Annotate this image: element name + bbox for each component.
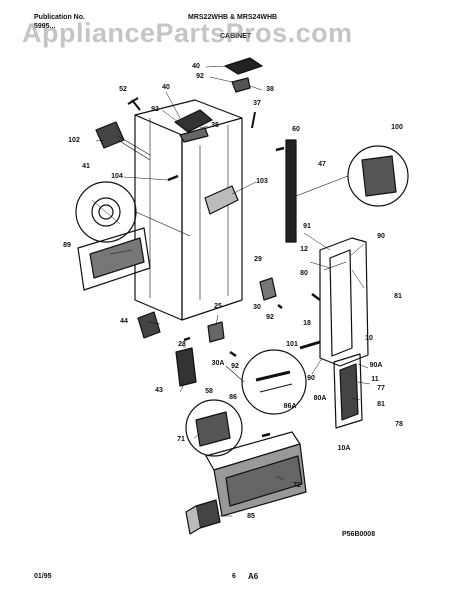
callout-92-lower: 92: [231, 363, 239, 370]
callout-10: 10: [365, 335, 373, 342]
hinge-29: [259, 277, 277, 301]
callout-86: 86: [229, 394, 237, 401]
callout-80: 80: [300, 270, 308, 277]
model-numbers: MRS22WHB & MRS24WHB: [188, 14, 278, 21]
part-25: [207, 321, 225, 343]
callout-89: 89: [63, 242, 71, 249]
callout-30: 30: [253, 304, 261, 311]
kickplate-72: [205, 431, 307, 517]
callout-38: 38: [266, 86, 274, 93]
callout-60: 60: [292, 126, 300, 133]
callout-104: 104: [111, 173, 123, 180]
callout-35: 35: [211, 122, 219, 129]
footer-date: 01/95: [34, 573, 52, 580]
callout-37: 37: [253, 100, 261, 107]
callout-40-inner: 40: [162, 84, 170, 91]
top-hinge-part: [224, 57, 263, 93]
callout-44: 44: [120, 318, 128, 325]
callout-90-lower: 90: [307, 375, 315, 382]
part-44: [137, 311, 161, 339]
strip-47: [285, 139, 297, 243]
part-43: [175, 336, 197, 387]
callout-90: 90: [377, 233, 385, 240]
leader-lines: [95, 65, 371, 517]
callout-47: 47: [318, 161, 326, 168]
door-panel-10A: [333, 353, 363, 429]
cabinet-shell: [134, 99, 243, 321]
callout-10A: 10A: [337, 445, 351, 452]
screw-60: [275, 146, 285, 152]
handle-103: [204, 185, 239, 215]
callout-92-hinge: 92: [266, 314, 274, 321]
footer-tag: A6: [248, 572, 259, 581]
callout-71: 71: [177, 436, 185, 443]
callout-43: 43: [155, 387, 163, 394]
callout-52: 52: [119, 86, 127, 93]
callout-29: 29: [254, 256, 262, 263]
publication-number: 5995...: [34, 23, 56, 30]
part-85: [185, 499, 221, 535]
grille-panel-89: [77, 227, 151, 291]
callout-81: 81: [394, 293, 402, 300]
callout-40: 40: [192, 63, 200, 70]
callout-101: 101: [286, 341, 298, 348]
detail-circle-100: [295, 145, 409, 207]
screw-52: [127, 97, 141, 111]
screw-92d: [229, 350, 237, 358]
section-title: CABINET: [220, 33, 252, 40]
watermark: AppliancePartsPros.com: [22, 18, 353, 48]
callout-92-inner: 92: [151, 106, 159, 113]
footer-page-number: 6: [232, 573, 236, 580]
callout-28: 28: [178, 341, 186, 348]
callout-58: 58: [205, 388, 213, 395]
screw-18: [311, 293, 321, 301]
detail-circle-71: [185, 399, 243, 457]
detail-circle-86: [225, 349, 307, 415]
diagram-code: P56B0008: [342, 531, 376, 538]
callout-72: 72: [293, 482, 301, 489]
callout-12: 12: [300, 246, 308, 253]
callout-90A: 90A: [369, 362, 383, 369]
callout-92: 92: [196, 73, 204, 80]
door-frame-10: [319, 237, 369, 367]
callout-11: 11: [371, 376, 379, 383]
callout-80A: 80A: [313, 395, 327, 402]
callout-25: 25: [214, 303, 222, 310]
publication-label: Publication No.: [34, 14, 85, 21]
callout-91: 91: [303, 223, 311, 230]
callout-78: 78: [395, 421, 403, 428]
bracket-102: [95, 121, 151, 161]
screw-92c: [277, 304, 283, 309]
screw-37: [251, 111, 256, 129]
callout-41: 41: [82, 163, 90, 170]
part-101: [299, 340, 321, 350]
callout-81-lower: 81: [377, 401, 385, 408]
screw-104: [167, 174, 179, 182]
callout-102: 102: [68, 137, 80, 144]
callout-18: 18: [303, 320, 311, 327]
callout-30A: 30A: [211, 360, 225, 367]
callout-100: 100: [391, 124, 403, 131]
hinge-bracket-part: [174, 109, 213, 143]
detail-circle-41: [75, 181, 191, 243]
screw-near-71: [261, 432, 271, 438]
callout-85: 85: [247, 513, 255, 520]
callout-103: 103: [256, 178, 268, 185]
callout-86A: 86A: [283, 403, 297, 410]
callout-77: 77: [377, 385, 385, 392]
